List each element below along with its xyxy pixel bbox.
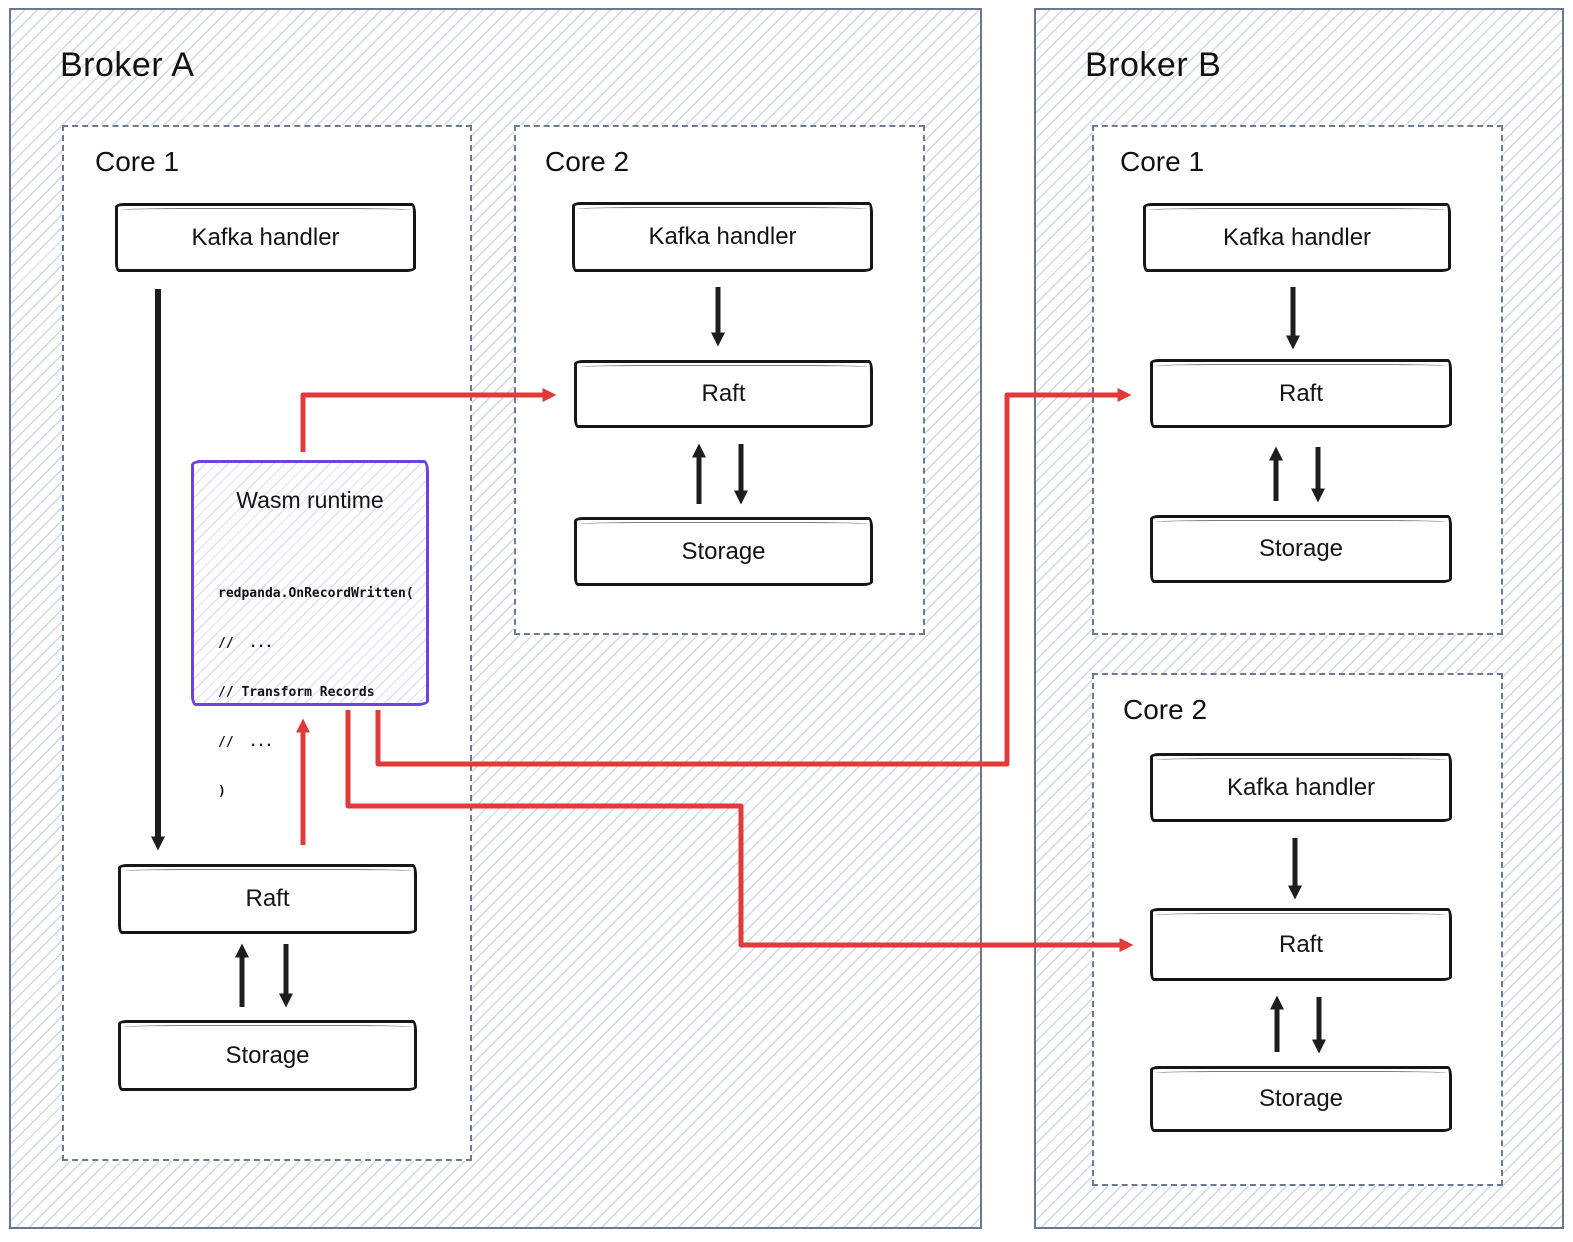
broker-b-core-2-raft-box: Raft xyxy=(1150,908,1452,981)
kafka-handler-label: Kafka handler xyxy=(648,223,797,250)
broker-b-core-1-raft-box: Raft xyxy=(1150,359,1452,428)
broker-b-core-1-storage-box: Storage xyxy=(1150,515,1452,583)
broker-a-title: Broker A xyxy=(60,46,195,84)
broker-b-core-1-label: Core 1 xyxy=(1120,146,1205,177)
broker-a-core-1-storage-box: Storage xyxy=(118,1020,417,1091)
broker-b-core-1-kafka-handler-box: Kafka handler xyxy=(1143,203,1451,272)
code-line: // Transform Records xyxy=(218,685,375,700)
broker-b-title: Broker B xyxy=(1085,46,1222,84)
broker-a-core-1-raft-box: Raft xyxy=(118,864,417,934)
broker-a-core-2-raft-box: Raft xyxy=(574,360,873,428)
code-line: ) xyxy=(218,784,226,799)
raft-label: Raft xyxy=(1278,930,1323,958)
raft-label: Raft xyxy=(245,885,290,912)
broker-b-core-2-storage-box: Storage xyxy=(1150,1066,1452,1132)
broker-a-core-2-kafka-handler-box: Kafka handler xyxy=(572,202,873,272)
code-line: // ... xyxy=(218,635,273,651)
storage-label: Storage xyxy=(1258,535,1344,562)
kafka-handler-label: Kafka handler xyxy=(1226,773,1376,801)
code-line: redpanda.OnRecordWritten( xyxy=(218,586,414,601)
broker-a-core-2-label: Core 2 xyxy=(545,146,630,177)
broker-b-core-2-kafka-handler-box: Kafka handler xyxy=(1150,753,1452,822)
broker-a-core-1-label: Core 1 xyxy=(95,146,180,177)
storage-label: Storage xyxy=(1258,1085,1344,1112)
wasm-runtime-box: Wasm runtime redpanda.OnRecordWritten( /… xyxy=(191,460,429,799)
raft-label: Raft xyxy=(1278,379,1323,407)
code-line: // ... xyxy=(218,734,273,750)
wasm-runtime-code: redpanda.OnRecordWritten( // ... // Tran… xyxy=(218,553,414,834)
storage-label: Storage xyxy=(681,537,766,565)
broker-a-core-2-storage-box: Storage xyxy=(574,517,873,586)
kafka-handler-label: Kafka handler xyxy=(191,223,340,251)
kafka-handler-label: Kafka handler xyxy=(1222,223,1372,251)
broker-b-core-2-label: Core 2 xyxy=(1123,694,1208,725)
storage-label: Storage xyxy=(225,1041,310,1069)
raft-label: Raft xyxy=(701,380,746,407)
broker-a-core-1-kafka-handler-box: Kafka handler xyxy=(115,203,416,272)
wasm-runtime-title: Wasm runtime xyxy=(236,487,384,513)
